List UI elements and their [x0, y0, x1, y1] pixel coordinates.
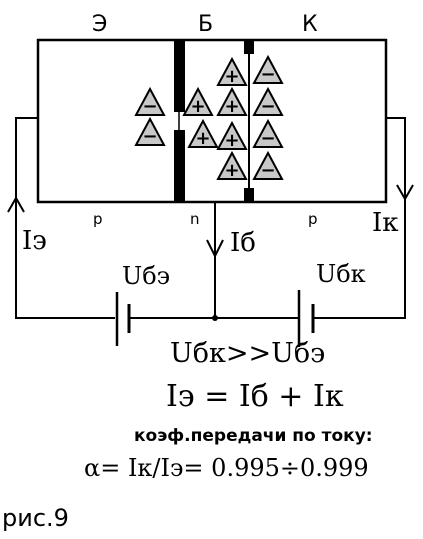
collector-lead [313, 117, 406, 319]
emitter-junction-lower [174, 130, 185, 202]
charge-triangle [216, 150, 248, 180]
voltage-relation: Uбк>>Uбэ [170, 338, 326, 369]
base-label: Б [198, 12, 214, 37]
emitter-minus-charge: − [134, 116, 166, 147]
charge-sign: − [260, 128, 275, 149]
charge-sign: + [224, 130, 239, 151]
collector-minus-charge: − [252, 86, 284, 117]
charge-sign: − [260, 96, 275, 117]
ube-label: Uбэ [122, 262, 171, 290]
charge-triangle [252, 118, 284, 148]
collector-label: К [302, 12, 318, 37]
charge-triangle [182, 86, 214, 116]
collector-current-arrow [396, 184, 414, 202]
collector-junction-top [244, 40, 254, 54]
emitter-current-label: Iэ [22, 226, 47, 256]
base-plus-charge: + [182, 86, 214, 117]
charge-carriers: −−++++++−−−− [134, 54, 284, 181]
base-plus-charge: + [216, 86, 248, 117]
charge-sign: − [142, 126, 157, 147]
figure-label: рис.9 [2, 504, 69, 532]
charge-sign: + [224, 160, 239, 181]
charge-triangle [252, 150, 284, 180]
ubk-label: Uбк [316, 260, 366, 288]
collector-minus-charge: − [252, 54, 284, 85]
charge-sign: − [260, 160, 275, 181]
charge-sign: − [260, 64, 275, 85]
charge-triangle [187, 118, 219, 148]
collector-type-label: p [308, 210, 318, 228]
base-current-arrow [206, 239, 224, 259]
charge-triangle [252, 54, 284, 84]
charge-triangle [252, 86, 284, 116]
transfer-coefficient-label: коэф.передачи по току: [134, 426, 373, 446]
base-current-label: Iб [230, 228, 256, 258]
emitter-minus-charge: − [134, 86, 166, 117]
charge-triangle [134, 86, 166, 116]
charge-triangle [216, 86, 248, 116]
charge-sign: + [190, 96, 205, 117]
collector-minus-charge: − [252, 118, 284, 149]
emitter-lead [15, 117, 115, 319]
alpha-equation: α= Iк/Iэ= 0.995÷0.999 [84, 454, 369, 482]
current-sum-equation: Iэ = Iб + Iк [166, 379, 344, 414]
collector-junction-bottom [244, 188, 254, 202]
charge-triangle [216, 56, 248, 86]
charge-sign: + [224, 66, 239, 87]
charge-triangle [216, 120, 248, 150]
base-plus-charge: + [187, 118, 219, 149]
base-plus-charge: + [216, 120, 248, 151]
charge-sign: − [142, 96, 157, 117]
collector-minus-charge: − [252, 150, 284, 181]
emitter-junction-upper [174, 40, 185, 112]
emitter-current-arrow [7, 195, 25, 213]
charge-sign: + [195, 128, 210, 149]
emitter-type-label: p [93, 210, 103, 228]
emitter-label: Э [92, 12, 108, 37]
base-plus-charge: + [216, 150, 248, 181]
base-type-label: n [190, 210, 200, 228]
charge-triangle [134, 116, 166, 146]
transistor-body [36, 38, 388, 204]
charge-sign: + [224, 96, 239, 117]
collector-current-label: Iк [372, 208, 399, 238]
base-plus-charge: + [216, 56, 248, 87]
